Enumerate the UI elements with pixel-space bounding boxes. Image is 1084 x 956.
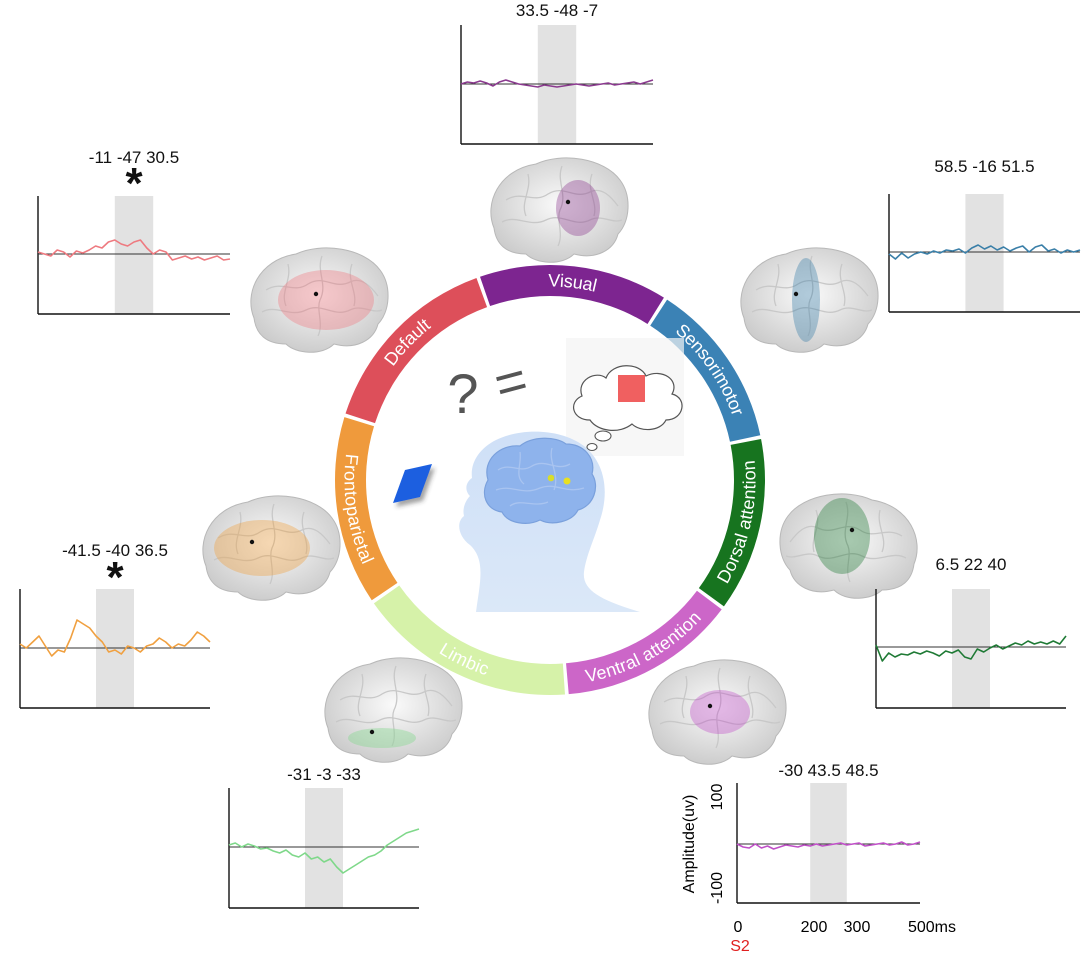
x-tick: 200 — [801, 919, 828, 936]
waveform-line — [37, 239, 231, 261]
thought-cloud — [566, 338, 684, 456]
equals-sign: = — [488, 349, 534, 415]
ring-arc — [345, 277, 488, 424]
mni-coordinates: -31 -3 -33 — [287, 765, 361, 784]
waveform-panel-sensorimotor: 58.5 -16 51.5 — [888, 157, 1081, 313]
brain-sensorimotor — [740, 247, 879, 353]
mni-coordinates: -11 -47 30.5 — [89, 148, 179, 167]
ring-arc — [698, 438, 765, 607]
brain-limbic — [324, 657, 463, 763]
ring-arc — [335, 417, 398, 601]
activation-region — [690, 690, 750, 734]
ring-arc — [650, 299, 761, 442]
y-tick-top: 100 — [709, 784, 726, 811]
analysis-window — [114, 196, 154, 314]
red-square-stimulus — [618, 375, 645, 402]
electrode-dot — [249, 539, 255, 545]
activation-region — [348, 728, 416, 748]
ring-arc — [566, 590, 722, 695]
stimulus-label: S2 — [730, 938, 750, 955]
center-illustration: ? = — [393, 338, 684, 612]
activation-region — [278, 270, 374, 330]
analysis-window — [952, 589, 990, 708]
activation-region — [814, 498, 870, 574]
question-mark: ? — [447, 362, 478, 425]
electrode-dot — [707, 703, 713, 709]
brain-default — [250, 247, 389, 353]
brain-renderings — [202, 157, 918, 765]
mni-coordinates: -41.5 -40 36.5 — [62, 541, 168, 560]
ring-arc — [480, 265, 664, 324]
mni-coordinates: -30 43.5 48.5 — [778, 761, 878, 780]
brain-ventral-attention — [648, 659, 787, 765]
activation-region — [214, 520, 310, 576]
waveform-panels: 33.5 -48 -7 58.5 -16 51.5 6.5 22 40 -30 43.… — [19, 1, 1081, 909]
waveform-line — [19, 619, 211, 657]
ring-segment-dorsal-attention: Dorsal attention — [698, 438, 765, 607]
electrode-dot — [369, 729, 375, 735]
electrode-dot — [313, 291, 319, 297]
waveform-panel-dorsal-attention: 6.5 22 40 — [875, 555, 1067, 709]
waveform-panel-visual: 33.5 -48 -7 — [460, 1, 654, 145]
analysis-window — [965, 194, 1004, 312]
activation-dot — [563, 477, 571, 485]
significance-asterisk: * — [106, 553, 124, 602]
ring-segment-visual: Visual — [480, 265, 664, 324]
ring-arc — [373, 585, 565, 695]
waveform-line — [228, 828, 420, 874]
brain-frontoparietal — [202, 495, 341, 601]
activation-region — [556, 180, 600, 236]
electrode-dot — [849, 527, 855, 533]
brain-visual — [490, 157, 629, 263]
electrode-dot — [565, 199, 571, 205]
x-tick: 300 — [844, 919, 871, 936]
waveform-line — [736, 841, 921, 850]
y-axis-label: Amplitude(uv) — [681, 795, 698, 894]
brain-icon — [483, 437, 597, 524]
blue-diamond-stimulus — [393, 464, 432, 503]
ring-segment-frontoparietal: Frontoparietal — [335, 417, 398, 601]
waveform-panel-ventral-attention: -30 43.5 48.5 — [736, 761, 921, 904]
waveform-panel-default: -11 -47 30.5* — [37, 148, 231, 315]
mni-coordinates: 6.5 22 40 — [936, 555, 1007, 574]
waveform-line — [460, 79, 654, 88]
axis-annotation: Amplitude(uv) 100 -100 0 200 300 500ms S… — [681, 784, 956, 955]
activation-dot — [547, 474, 555, 482]
mni-coordinates: 33.5 -48 -7 — [516, 1, 598, 20]
waveform-line — [875, 635, 1067, 662]
significance-asterisk: * — [125, 159, 143, 208]
waveform-line — [888, 244, 1081, 260]
x-tick: 500ms — [908, 919, 956, 936]
mni-coordinates: 58.5 -16 51.5 — [934, 157, 1034, 176]
electrode-dot — [793, 291, 799, 297]
x-tick: 0 — [734, 919, 743, 936]
brain-dorsal-attention — [779, 493, 918, 599]
analysis-window — [305, 788, 343, 908]
ring-segment-label: Frontoparietal — [340, 453, 377, 567]
waveform-panel-frontoparietal: -41.5 -40 36.5* — [19, 541, 211, 709]
activation-region — [792, 258, 820, 342]
y-tick-bottom: -100 — [709, 872, 726, 904]
waveform-panel-limbic: -31 -3 -33 — [228, 765, 420, 909]
